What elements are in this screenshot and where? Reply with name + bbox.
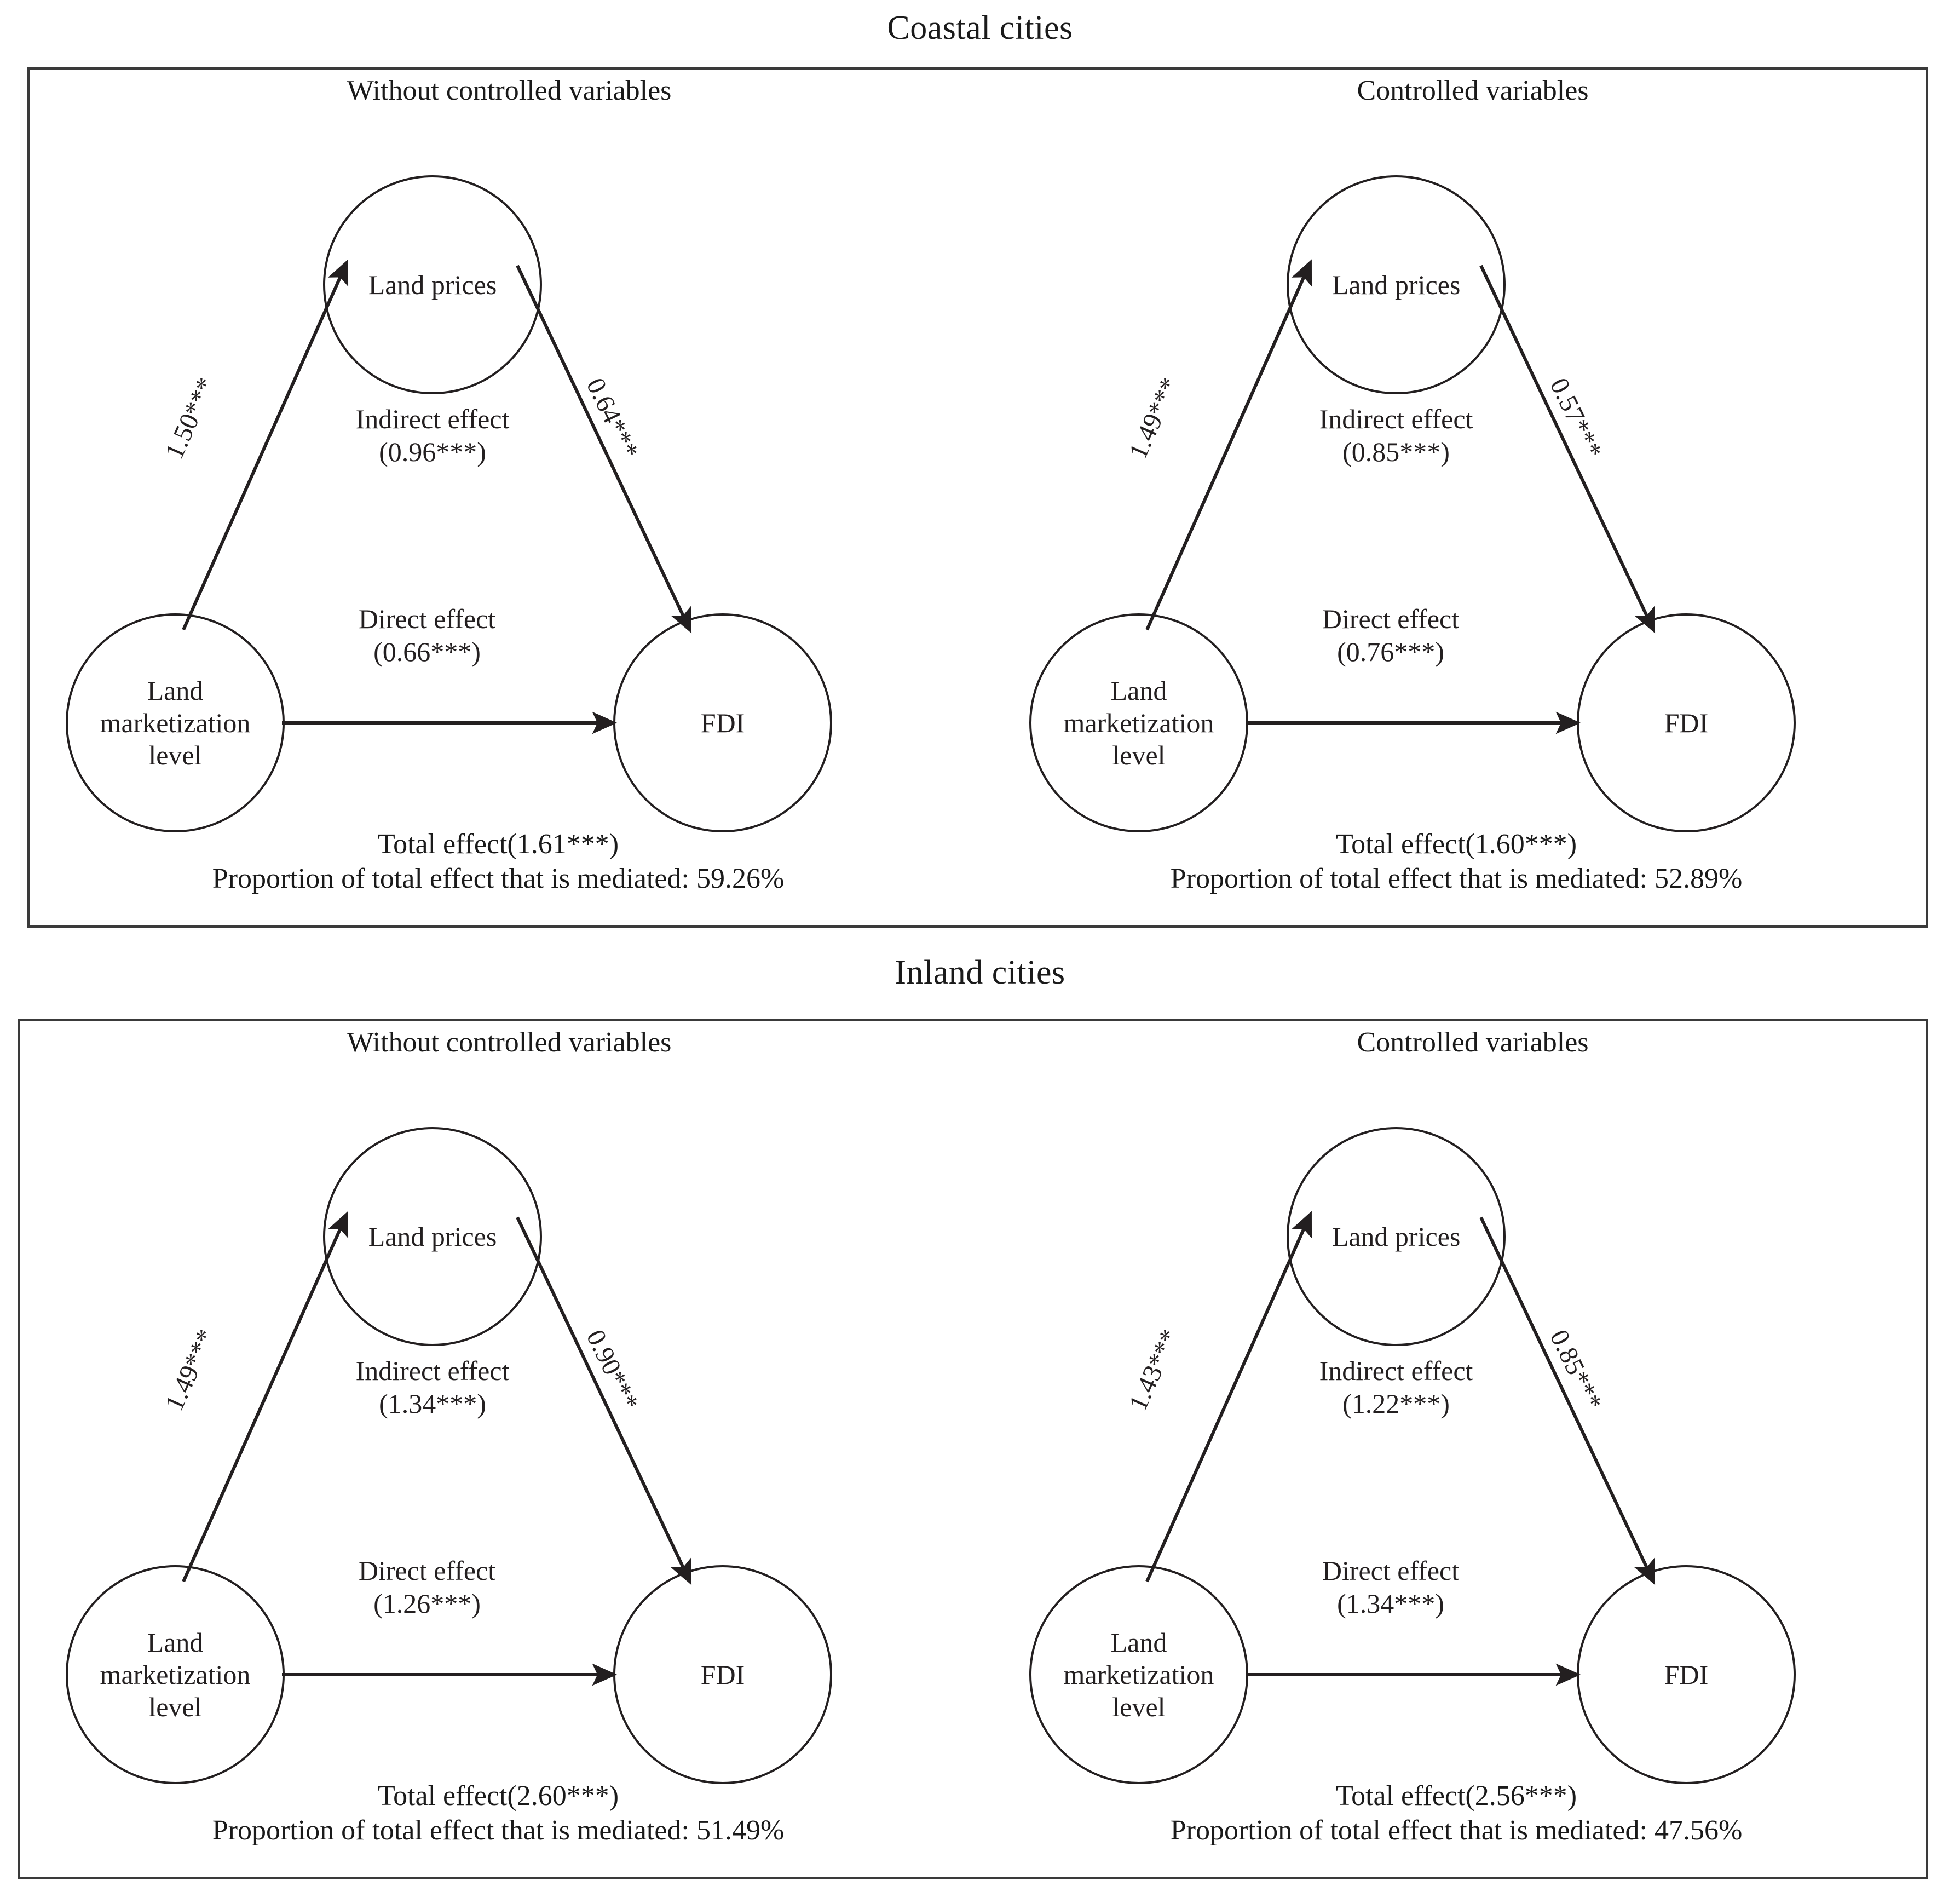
footer-total-effect: Total effect(2.60***) — [377, 1780, 619, 1812]
effect-indirect-coastal-controlled: Indirect effect (0.85***) — [1204, 403, 1588, 468]
footer-proportion-mediated: Proportion of total effect that is media… — [1170, 863, 1743, 895]
effect-indirect-label: Indirect effect — [355, 404, 510, 434]
effect-direct-label: Direct effect — [358, 603, 496, 634]
node-fdi-inland-controlled[interactable]: FDI — [1577, 1565, 1796, 1784]
node-fdi-coastal-uncontrolled[interactable]: FDI — [613, 613, 832, 832]
edge-lines-inland-controlled — [1145, 1211, 1656, 1686]
edge-lines-coastal-uncontrolled — [182, 259, 692, 734]
effect-indirect-label: Indirect effect — [355, 1355, 510, 1386]
effect-direct-value: (1.26***) — [373, 1588, 481, 1619]
node-land-marketization-coastal-controlled[interactable]: Land marketization level — [1029, 613, 1248, 832]
section-title-coastal: Coastal cities — [887, 9, 1073, 47]
node-label: Land marketization level — [1063, 1626, 1214, 1722]
node-land-prices-inland-controlled[interactable]: Land prices — [1287, 1127, 1506, 1346]
footer-coastal-controlled: Total effect(1.60***) Proportion of tota… — [991, 827, 1922, 896]
effect-direct-label: Direct effect — [1322, 1555, 1460, 1586]
panel-heading-coastal-uncontrolled: Without controlled variables — [347, 75, 672, 106]
node-label: Land marketization level — [100, 675, 251, 771]
node-label: FDI — [700, 707, 745, 738]
footer-total-effect: Total effect(2.56***) — [1335, 1780, 1577, 1812]
effect-direct-value: (0.76***) — [1337, 636, 1444, 667]
node-fdi-inland-uncontrolled[interactable]: FDI — [613, 1565, 832, 1784]
node-fdi-coastal-controlled[interactable]: FDI — [1577, 613, 1796, 832]
effect-indirect-label: Indirect effect — [1319, 1355, 1473, 1386]
effect-indirect-value: (0.85***) — [1342, 436, 1450, 467]
footer-proportion-mediated: Proportion of total effect that is media… — [212, 863, 785, 895]
model-inland-uncontrolled: Without controlled variables Land prices… — [44, 1028, 975, 1850]
node-land-marketization-inland-controlled[interactable]: Land marketization level — [1029, 1565, 1248, 1784]
footer-coastal-uncontrolled: Total effect(1.61***) Proportion of tota… — [33, 827, 964, 896]
effect-direct-value: (1.34***) — [1337, 1588, 1444, 1619]
model-coastal-controlled: Controlled variables Land prices Land ma… — [1007, 77, 1938, 898]
footer-total-effect: Total effect(1.61***) — [377, 829, 619, 860]
node-label: FDI — [700, 1659, 745, 1690]
footer-inland-controlled: Total effect(2.56***) Proportion of tota… — [991, 1779, 1922, 1848]
node-label: Land marketization level — [100, 1626, 251, 1722]
effect-direct-coastal-controlled: Direct effect (0.76***) — [1226, 602, 1555, 668]
effect-indirect-inland-controlled: Indirect effect (1.22***) — [1204, 1354, 1588, 1420]
panel-heading-inland-controlled: Controlled variables — [1357, 1027, 1589, 1058]
node-land-prices-coastal-controlled[interactable]: Land prices — [1287, 175, 1506, 394]
node-label: FDI — [1664, 1659, 1709, 1690]
footer-proportion-mediated: Proportion of total effect that is media… — [212, 1815, 785, 1847]
effect-direct-label: Direct effect — [1322, 603, 1460, 634]
effect-direct-inland-controlled: Direct effect (1.34***) — [1226, 1554, 1555, 1620]
model-inland-controlled: Controlled variables Land prices Land ma… — [1007, 1028, 1938, 1850]
footer-proportion-mediated: Proportion of total effect that is media… — [1170, 1815, 1743, 1847]
effect-direct-coastal-uncontrolled: Direct effect (0.66***) — [263, 602, 591, 668]
panel-heading-inland-uncontrolled: Without controlled variables — [347, 1027, 672, 1058]
effect-indirect-value: (1.22***) — [1342, 1388, 1450, 1419]
node-label: Land prices — [1331, 269, 1461, 300]
section-title-inland: Inland cities — [895, 954, 1065, 991]
edge-lines-coastal-controlled — [1145, 259, 1656, 734]
effect-indirect-coastal-uncontrolled: Indirect effect (0.96***) — [241, 403, 624, 468]
edge-lines-inland-uncontrolled — [182, 1211, 692, 1686]
node-label: Land marketization level — [1063, 675, 1214, 771]
footer-inland-uncontrolled: Total effect(2.60***) Proportion of tota… — [33, 1779, 964, 1848]
effect-indirect-inland-uncontrolled: Indirect effect (1.34***) — [241, 1354, 624, 1420]
node-label: FDI — [1664, 707, 1709, 738]
panel-heading-coastal-controlled: Controlled variables — [1357, 75, 1589, 106]
node-land-prices-inland-uncontrolled[interactable]: Land prices — [323, 1127, 542, 1346]
node-label: Land prices — [368, 269, 497, 300]
effect-direct-inland-uncontrolled: Direct effect (1.26***) — [263, 1554, 591, 1620]
node-label: Land prices — [368, 1221, 497, 1252]
node-label: Land prices — [1331, 1221, 1461, 1252]
effect-indirect-value: (0.96***) — [379, 436, 486, 467]
model-coastal-uncontrolled: Without controlled variables Land prices… — [44, 77, 975, 898]
node-land-marketization-inland-uncontrolled[interactable]: Land marketization level — [66, 1565, 285, 1784]
effect-direct-label: Direct effect — [358, 1555, 496, 1586]
node-land-marketization-coastal-uncontrolled[interactable]: Land marketization level — [66, 613, 285, 832]
effect-indirect-value: (1.34***) — [379, 1388, 486, 1419]
node-land-prices-coastal-uncontrolled[interactable]: Land prices — [323, 175, 542, 394]
effect-indirect-label: Indirect effect — [1319, 404, 1473, 434]
effect-direct-value: (0.66***) — [373, 636, 481, 667]
footer-total-effect: Total effect(1.60***) — [1335, 829, 1577, 860]
